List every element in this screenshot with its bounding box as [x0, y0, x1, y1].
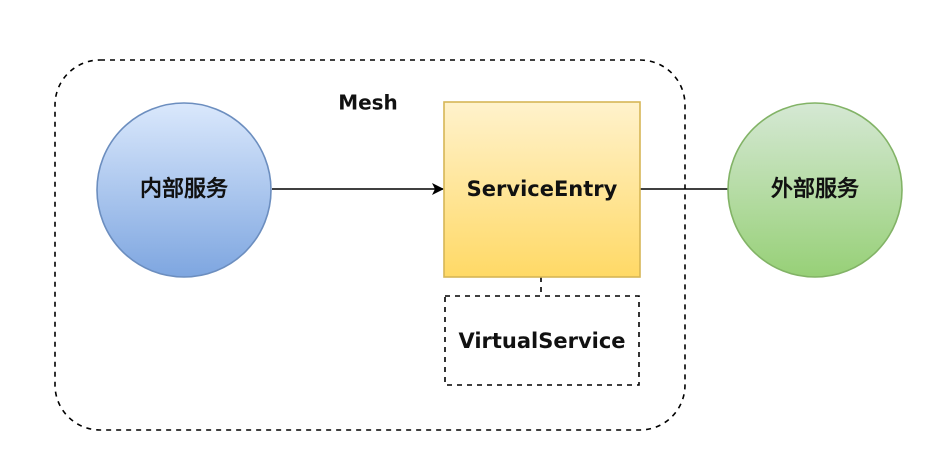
internal-service-label: 内部服务	[140, 176, 229, 202]
internal-service-circle	[96, 102, 272, 278]
virtual-service-box	[444, 295, 640, 386]
external-service-node[interactable]: 外部服务	[727, 102, 903, 278]
virtual-service-node[interactable]: VirtualService	[444, 295, 640, 386]
mesh-boundary	[54, 59, 686, 431]
external-service-label: 外部服务	[771, 176, 860, 202]
internal-service-node[interactable]: 内部服务	[96, 102, 272, 278]
external-service-circle	[727, 102, 903, 278]
service-entry-label: ServiceEntry	[467, 177, 618, 201]
service-entry-box	[443, 101, 641, 278]
virtual-service-label: VirtualService	[458, 329, 625, 353]
mesh-label: Mesh	[338, 91, 398, 115]
service-entry-node[interactable]: ServiceEntry	[443, 101, 641, 278]
